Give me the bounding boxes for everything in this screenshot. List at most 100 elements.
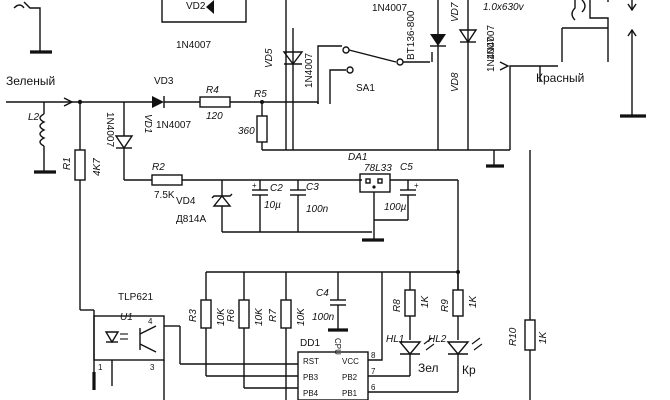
r4-value: 120 [206,111,223,122]
c3-value: 100n [306,204,329,215]
vd3-diode [152,96,200,108]
vd7-label: VD7 [450,2,461,22]
tlp621-label: TLP621 [118,292,153,303]
r1-value: 4K7 [92,158,103,176]
r2-label: R2 [152,162,165,173]
sa1-switch [317,45,430,104]
u1-pin4: 4 [148,317,153,326]
r3-label: R3 [188,309,199,322]
dd1-pin-pb4: PB4 [303,389,319,398]
triac-label: BT136-800 [406,10,417,60]
l2-label: L2 [28,112,40,123]
vd1-part: 1N4007 [104,112,115,147]
da1-part: 78L33 [364,163,392,174]
dd1-pin-vcc: VCC [342,357,359,366]
c5-capacitor: + [374,180,419,221]
dd1-pin-rst: RST [303,357,319,366]
vd1-label: VD1 [142,114,153,133]
dd1-pin-pb2: PB2 [342,373,358,382]
r10-resistor [524,150,536,400]
triac-bt136 [430,0,446,150]
r1-label: R1 [62,157,73,170]
r7-label: R7 [268,309,279,322]
r9-label: R9 [440,299,451,312]
top-part-label: 1N4007 [372,3,407,14]
r6-value: 10K [254,307,265,326]
r7-value: 10K [296,307,307,326]
r5-resistor [256,100,268,150]
r8-value: 1K [420,294,431,308]
hl2-led [446,337,483,392]
dd1-label: DD1 [300,338,320,349]
r2-value: 7.5K [154,190,175,201]
c2-capacitor: + [252,180,268,232]
top-left-coil [13,1,52,54]
r4-resistor [199,96,319,108]
r7-resistor [280,272,292,400]
vd2-diode [161,0,247,23]
vd4-part: Д814А [176,214,206,225]
r8-label: R8 [392,299,403,312]
green-label: Зеленый [6,74,55,88]
da1-label: DA1 [348,152,367,163]
top-cap-label: 1.0x630v [483,2,525,13]
r5-label: R5 [254,89,267,100]
svg-text:+: + [252,181,257,190]
dd1-pin6: 6 [371,383,376,392]
vd4-zener [211,180,233,232]
vd8-part: 1N4007 [486,37,497,72]
r4-label: R4 [206,85,219,96]
r10-label: R10 [508,327,519,346]
vd7-vd8-diodes [458,0,478,150]
c4-capacitor [328,272,348,332]
dd1-pin-pb3: PB3 [303,373,319,382]
c3-label: C3 [306,182,319,193]
vd3-part: 1N4007 [156,120,191,131]
u1-pin1: 1 [98,363,103,372]
sa1-label: SA1 [356,83,375,94]
vd3-label: VD3 [154,76,174,87]
dd1-pin7: 7 [371,367,376,376]
vd2-part: 1N4007 [176,40,211,51]
dd1-microcontroller [180,272,458,400]
da1-regulator [359,173,458,242]
dd1-cpu: CPU [333,338,342,355]
c3-capacitor [290,180,306,232]
vd7-part: 1N4007 [486,25,497,60]
c5-label: C5 [400,162,413,173]
r6-resistor [238,272,250,388]
c5-value: 100µ [384,202,407,213]
hl1-led [398,337,435,376]
c2-label: C2 [270,183,283,194]
hl1-color: Зел [418,361,439,375]
u1-pin3: 3 [150,363,155,372]
l2-coil [34,102,56,174]
vd4-label: VD4 [176,196,196,207]
vd8-label: VD8 [450,72,461,92]
r3-resistor [200,272,212,376]
dd1-pin8: 8 [371,351,376,360]
c4-value: 100n [312,312,335,323]
vd5-label: VD5 [264,48,275,68]
c4-label: C4 [316,288,329,299]
r9-value: 1K [468,294,479,308]
svg-text:+: + [414,181,419,190]
r5-value: 360 [238,126,255,137]
c2-value: 10µ [264,200,281,211]
hl2-color: Кр [462,363,476,377]
r8-resistor [404,272,416,340]
hl2-label: HL2 [428,334,447,345]
u1-label: U1 [120,312,133,323]
top-right-coil [561,0,646,118]
r3-value: 10K [216,307,227,326]
r10-value: 1K [538,330,549,344]
hl1-label: HL1 [386,334,404,345]
vd5-diode [282,28,304,150]
r9-resistor [452,272,464,340]
r1-resistor [74,149,86,310]
red-wire-terminal [499,61,558,150]
r6-label: R6 [226,309,237,322]
vd5-part: 1N4007 [304,53,315,88]
